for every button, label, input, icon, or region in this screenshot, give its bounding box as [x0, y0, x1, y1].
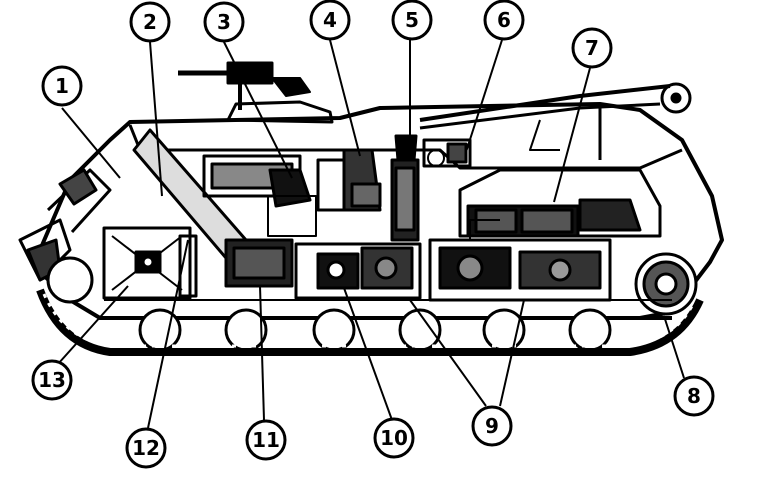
top-right-box	[422, 138, 472, 168]
vertical-cylinder	[178, 234, 198, 298]
svg-text:7: 7	[585, 36, 599, 60]
callout-10: 10	[373, 417, 415, 459]
center-box	[224, 238, 294, 288]
seat-column	[316, 148, 382, 212]
track	[36, 288, 704, 356]
svg-text:5: 5	[405, 8, 419, 32]
callout-13: 13	[31, 359, 73, 401]
cupola	[226, 100, 334, 124]
machine-gun	[178, 61, 311, 110]
svg-text:2: 2	[143, 10, 157, 34]
svg-text:4: 4	[323, 8, 337, 32]
vehicle-illustration	[18, 61, 724, 356]
transmission-block	[294, 242, 422, 300]
svg-text:8: 8	[687, 384, 701, 408]
svg-text:6: 6	[497, 8, 511, 32]
callout-12: 12	[125, 427, 167, 469]
leader-lines	[57, 39, 685, 429]
callout-7: 7	[571, 27, 613, 69]
callout-8: 8	[673, 375, 715, 417]
callout-2: 2	[129, 1, 171, 43]
callout-11: 11	[245, 419, 287, 461]
callout-5: 5	[391, 0, 433, 41]
svg-text:9: 9	[485, 414, 499, 438]
rear-sprocket	[634, 252, 698, 316]
svg-text:12: 12	[132, 436, 160, 460]
callout-4: 4	[309, 0, 351, 41]
callout-3: 3	[203, 1, 245, 43]
front-idler	[46, 256, 94, 304]
svg-text:11: 11	[252, 428, 280, 452]
callout-6: 6	[483, 0, 525, 41]
hull-outline	[38, 102, 724, 320]
svg-text:13: 13	[38, 368, 66, 392]
svg-text:3: 3	[217, 10, 231, 34]
svg-text:10: 10	[380, 426, 408, 450]
callout-1: 1	[41, 65, 83, 107]
svg-text:1: 1	[55, 74, 69, 98]
left-box-assembly	[102, 226, 192, 300]
callout-9: 9	[471, 405, 513, 447]
tall-cylinder	[390, 134, 420, 242]
engine-compartment	[458, 168, 662, 238]
engine-block	[428, 219, 612, 302]
